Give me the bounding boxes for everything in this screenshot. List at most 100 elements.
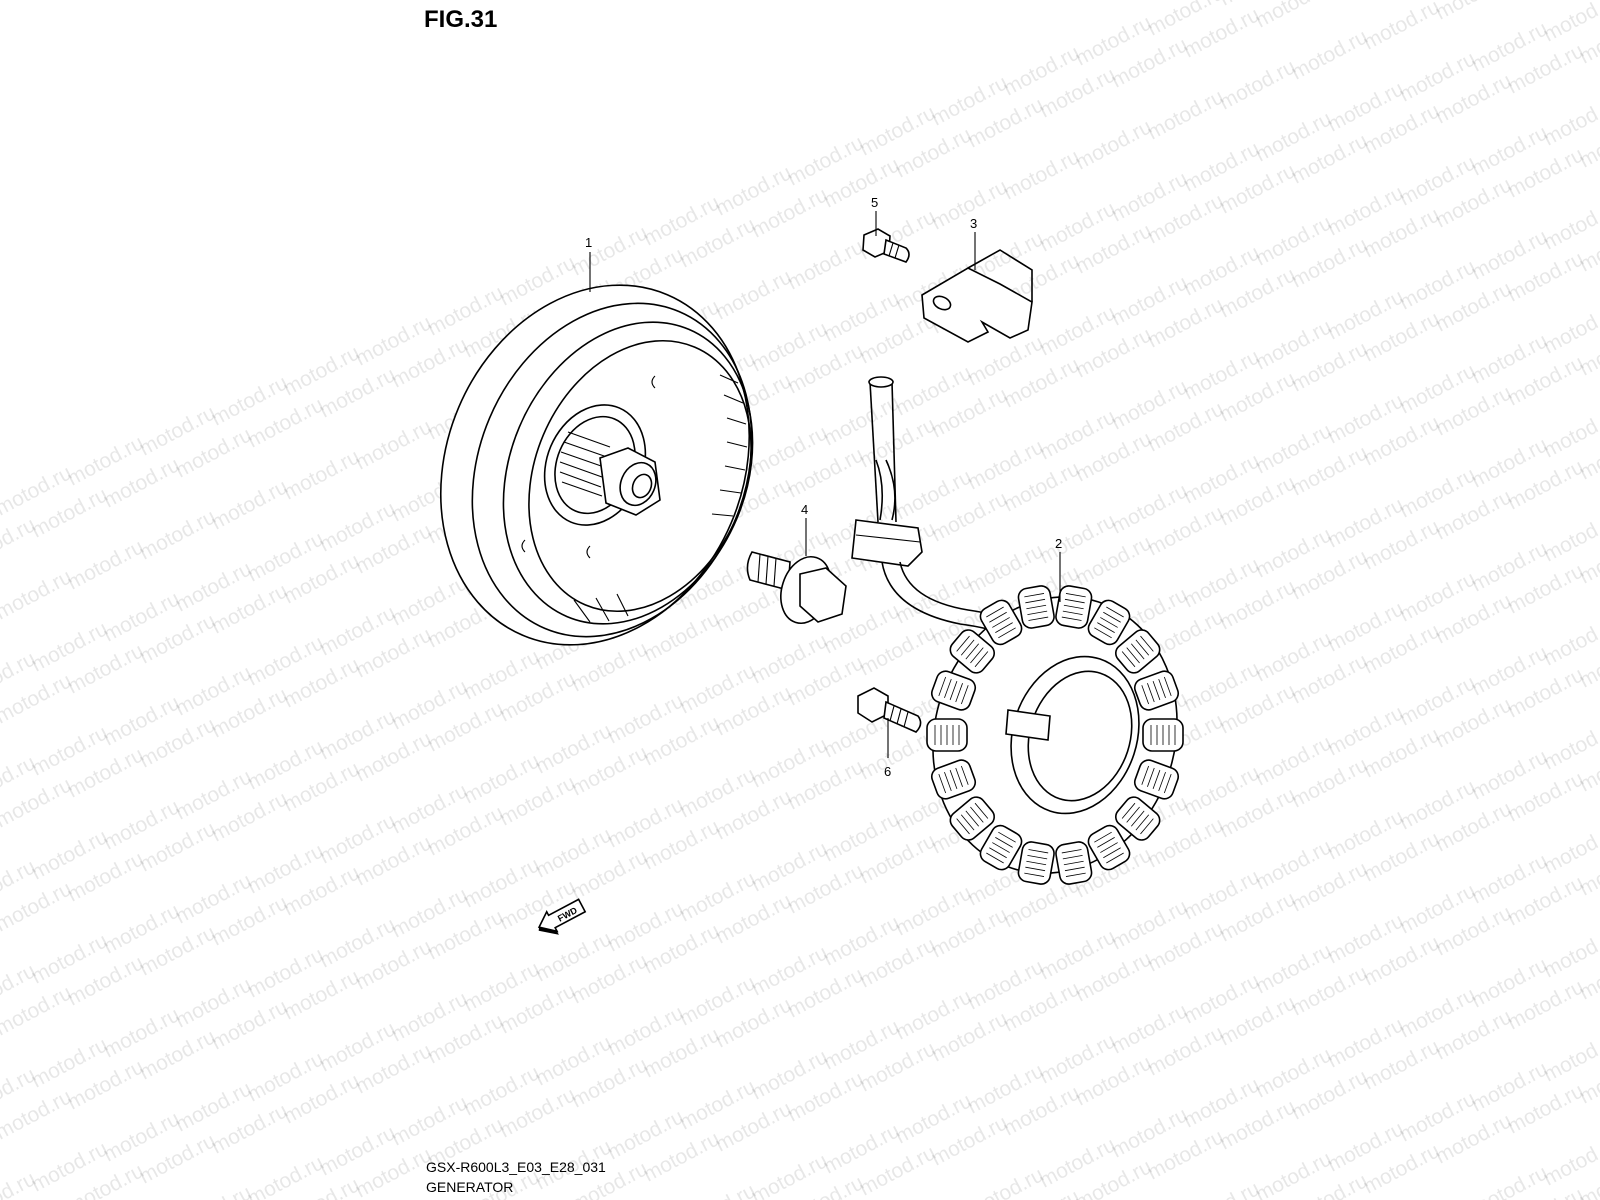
coil-winding (986, 606, 1004, 618)
watermark-text: motod.ru (1180, 1177, 1264, 1200)
callout-3: 3 (970, 216, 977, 231)
coil-winding (1062, 610, 1083, 616)
watermark-text: motod.ru (1324, 0, 1408, 2)
watermark-text: motod.ru (1252, 0, 1336, 32)
coil-winding (938, 676, 947, 696)
coil-winding (1141, 765, 1150, 785)
coil-winding (1152, 769, 1161, 789)
coil-winding (1106, 852, 1124, 864)
coil-winding (960, 765, 969, 785)
coil-winding (965, 643, 980, 660)
coil-winding (955, 683, 963, 703)
coil-winding (1024, 872, 1045, 877)
callout-4: 4 (801, 502, 808, 517)
clamp-icon (921, 249, 1033, 343)
watermark-text: motod.ru (1540, 611, 1600, 670)
callouts: 1 2 3 4 5 6 (585, 195, 1062, 779)
coil-winding (998, 627, 1016, 639)
coil-winding (1141, 685, 1150, 705)
watermark-text: motod.ru (1540, 403, 1600, 462)
coil-winding (1065, 593, 1086, 598)
coil-winding (949, 681, 958, 701)
coil-winding (992, 842, 1010, 853)
coil-winding (1121, 802, 1136, 819)
coil-winding (1126, 647, 1140, 664)
coil-winding (955, 767, 963, 787)
coil-winding (995, 622, 1013, 633)
watermark-text: motod.ru (964, 1163, 1048, 1200)
coil-winding (1097, 622, 1115, 633)
coil-winding (1163, 774, 1172, 794)
coil-winding (949, 769, 958, 789)
watermark-text: motod.ru (1468, 1161, 1552, 1200)
callout-1: 1 (585, 235, 592, 250)
coil-winding (965, 810, 980, 827)
coil-winding (1163, 676, 1172, 696)
coil-winding (1024, 593, 1045, 598)
coil-winding (1106, 606, 1124, 618)
watermark-text: motod.ru (1540, 195, 1600, 254)
coil-winding (1130, 810, 1145, 827)
coil-winding (1065, 872, 1086, 877)
bolt-icon (746, 551, 847, 624)
coil-winding (974, 651, 989, 668)
coil-winding (974, 802, 989, 819)
coil-winding (1028, 849, 1049, 854)
coil-winding (960, 814, 975, 831)
coil-winding (1026, 604, 1047, 610)
watermark-text: motod.ru (1540, 715, 1600, 774)
bolt-icon (857, 687, 922, 733)
coil-winding (1062, 854, 1083, 860)
rotor-icon (439, 284, 754, 646)
coil-winding (1027, 610, 1048, 616)
coil-winding (1130, 643, 1145, 660)
coil-winding (1140, 635, 1154, 652)
coil-winding (1158, 771, 1166, 792)
watermark-text: motod.ru (676, 1179, 760, 1200)
coil-winding (1135, 814, 1150, 831)
coil-winding (944, 678, 952, 699)
watermark-text: motod.ru (1540, 923, 1600, 982)
coil-winding (1158, 678, 1166, 699)
callout-5: 5 (871, 195, 878, 210)
coil-winding (992, 617, 1010, 628)
coil-winding (986, 852, 1004, 864)
coil-winding (1140, 818, 1154, 835)
coil-winding (1094, 831, 1112, 843)
watermark-text: motod.ru (1432, 0, 1516, 24)
leader-lines (589, 211, 1061, 758)
bolt-icon (862, 228, 910, 263)
coil-winding (1028, 616, 1049, 621)
coil-winding (1100, 617, 1118, 628)
figure-name: GENERATOR (426, 1179, 514, 1195)
watermark-text: motod.ru (1540, 819, 1600, 878)
watermark-text: motod.ru (1540, 507, 1600, 566)
coil-winding (1063, 604, 1084, 610)
callout-2: 2 (1055, 536, 1062, 551)
figure-title: FIG.31 (424, 6, 498, 33)
coil-winding (1025, 866, 1046, 872)
coil-winding (1061, 616, 1082, 621)
coil-winding (1061, 849, 1082, 854)
coil-winding (995, 837, 1013, 848)
watermark-text: motod.ru (1540, 1027, 1600, 1086)
watermark-text: motod.ru (1540, 1131, 1600, 1190)
watermark-text: motod.ru (1540, 299, 1600, 358)
coil-winding (970, 647, 984, 664)
figure-code: GSX-R600L3_E03_E28_031 (426, 1159, 606, 1175)
callout-6: 6 (884, 764, 891, 779)
coil-winding (1063, 860, 1084, 866)
coil-winding (1026, 860, 1047, 866)
coil-winding (956, 818, 970, 835)
coil-winding (1094, 627, 1112, 639)
coil-winding (1100, 842, 1118, 853)
coil-winding (960, 639, 975, 656)
stator-icon (851, 376, 1184, 885)
coil-winding (1097, 837, 1115, 848)
coil-winding (1103, 847, 1121, 859)
coil-winding (944, 771, 952, 792)
coil-winding (1126, 806, 1140, 823)
coil-winding (1103, 611, 1121, 623)
coil-winding (1152, 681, 1161, 701)
